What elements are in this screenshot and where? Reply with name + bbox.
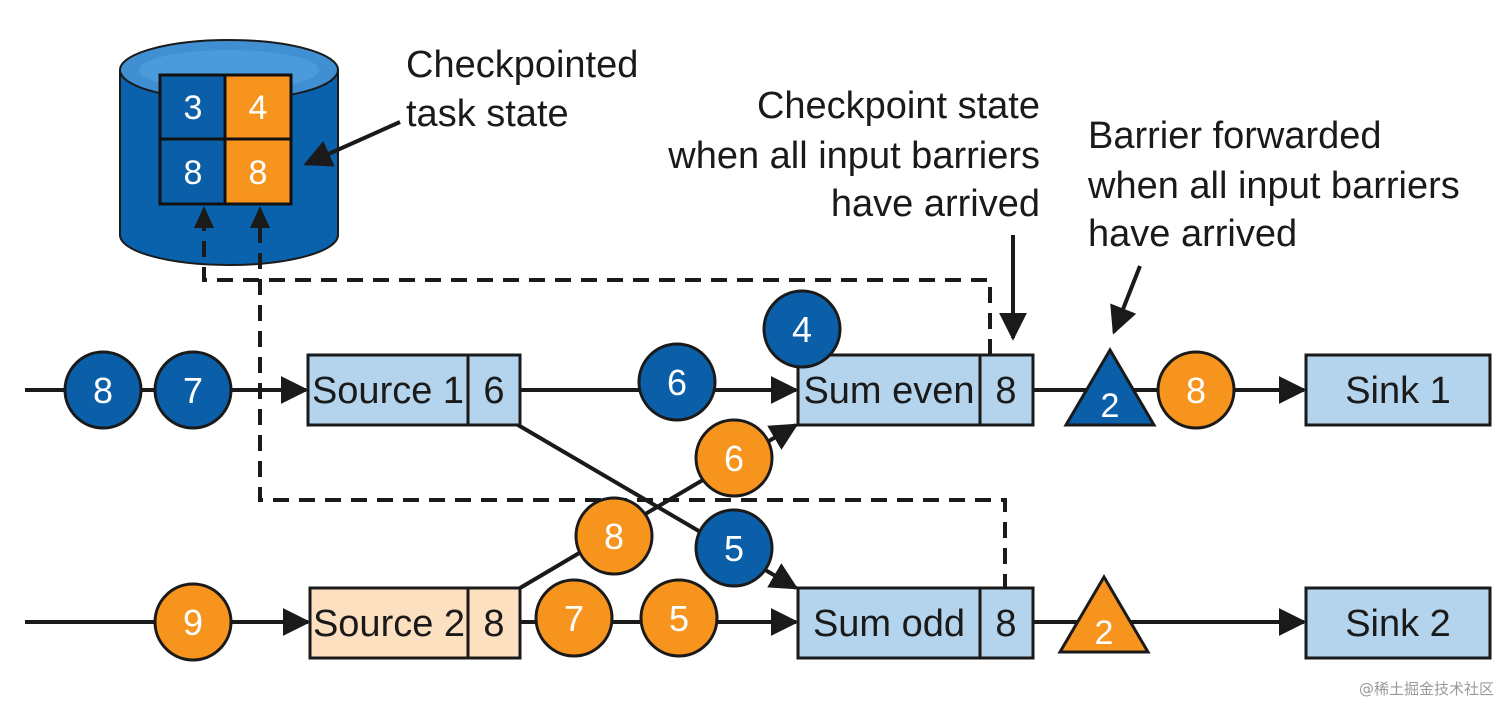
- state-cell: 3: [184, 89, 203, 127]
- task-sum-odd: Sum odd 8: [796, 586, 1035, 660]
- record-value: 8: [1186, 370, 1206, 411]
- record-orange: [694, 418, 774, 498]
- record-value: 6: [667, 362, 687, 403]
- callout-line: Checkpoint state: [757, 85, 1040, 127]
- storage-pointer-arrow: [303, 120, 401, 167]
- record-value: 6: [724, 438, 744, 479]
- barrier-orange: [1057, 574, 1151, 654]
- record-orange: [534, 578, 614, 658]
- watermark: @稀土掘金技术社区: [1358, 680, 1494, 698]
- state-cell: 8: [249, 154, 268, 192]
- barrier-value: 2: [1101, 387, 1120, 425]
- callout-line: have arrived: [1088, 213, 1297, 255]
- record-orange: [1156, 350, 1236, 430]
- task-label: Sum even: [803, 370, 974, 412]
- record-value: 7: [564, 598, 584, 639]
- callout-line: when all input barriers: [667, 135, 1040, 177]
- task-label: Sink 2: [1345, 603, 1451, 645]
- record-value: 5: [724, 528, 744, 569]
- arrow-head: [194, 206, 214, 228]
- record-orange: [574, 496, 654, 576]
- record-value: 8: [604, 516, 624, 557]
- task-label: Source 2: [313, 603, 465, 645]
- callout-line: when all input barriers: [1087, 165, 1460, 207]
- task-label: Source 1: [312, 370, 464, 412]
- task-sum-even: Sum even 8: [796, 353, 1035, 427]
- storage-label: Checkpointed: [406, 44, 638, 86]
- record-value: 7: [183, 370, 203, 411]
- barrier-callout-arrow: [1110, 265, 1142, 335]
- arrow-head: [250, 206, 270, 228]
- record-blue: [694, 508, 774, 588]
- record-blue: [637, 342, 717, 422]
- record-value: 8: [93, 370, 113, 411]
- task-label: Sink 1: [1345, 370, 1451, 412]
- task-source-1: Source 1 6: [306, 353, 522, 427]
- task-source-2: Source 2 8: [308, 586, 522, 660]
- record-value: 5: [669, 598, 689, 639]
- task-sink-2: Sink 2: [1304, 586, 1492, 660]
- task-label: Sum odd: [813, 603, 965, 645]
- barrier-callout: Barrier forwarded when all input barrier…: [1087, 115, 1460, 255]
- state-cell: 8: [184, 154, 203, 192]
- state-cell: 4: [249, 89, 268, 127]
- barrier-blue: [1063, 347, 1157, 427]
- checkpoint-path: [202, 228, 1007, 590]
- record-value: 4: [792, 309, 812, 350]
- record-blue: [63, 350, 143, 430]
- record-orange: [639, 578, 719, 658]
- task-sink-1: Sink 1: [1304, 353, 1492, 427]
- record-blue: [153, 350, 233, 430]
- task-state: 8: [995, 370, 1016, 412]
- barrier-value: 2: [1095, 614, 1114, 652]
- callout-line: Barrier forwarded: [1088, 115, 1382, 157]
- storage-label: task state: [406, 93, 569, 135]
- task-state: 8: [483, 603, 504, 645]
- callout-line: have arrived: [831, 183, 1040, 225]
- task-state: 8: [995, 603, 1016, 645]
- record-orange: [153, 582, 233, 662]
- task-state: 6: [483, 370, 504, 412]
- record-blue: [762, 289, 842, 369]
- state-grid: 3 4 8 8: [158, 73, 293, 206]
- checkpoint-callout: Checkpoint state when all input barriers…: [667, 85, 1040, 225]
- record-value: 9: [183, 602, 203, 643]
